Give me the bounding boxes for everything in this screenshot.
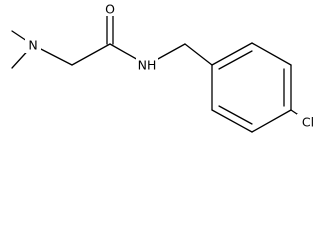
bond-ch2-ring	[184, 43, 213, 66]
bonds	[11, 7, 307, 133]
ring-bond-4	[251, 109, 292, 133]
structure-diagram: N O NH Cl	[11, 1, 319, 133]
atom-labels: N O NH Cl	[28, 2, 314, 130]
atom-nh-amide: NH	[138, 58, 157, 73]
ring-inner-bond-1	[218, 50, 253, 70]
atom-o-carbonyl: O	[105, 2, 115, 17]
ring-bond-2	[251, 42, 292, 66]
ring-bond-5	[211, 109, 253, 133]
bond-ch2-carbonyl	[71, 43, 111, 66]
ring-bond-1	[211, 42, 253, 66]
label-masks	[25, 2, 319, 130]
atom-n-amine: N	[28, 38, 37, 53]
ring-inner-bond-3	[218, 105, 253, 125]
atom-cl: Cl	[302, 115, 314, 130]
